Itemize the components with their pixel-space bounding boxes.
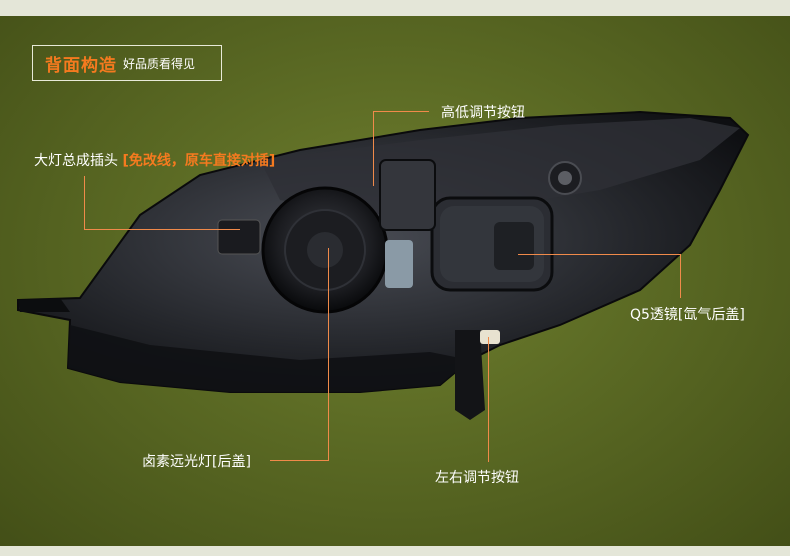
label-connector: 大灯总成插头 [免改线，原车直接对插] xyxy=(34,153,276,169)
label-q5-lens: Q5透镜[氙气后盖] xyxy=(630,307,745,323)
section-subtitle: 好品质看得见 xyxy=(123,56,196,71)
leader-line-connector xyxy=(84,229,240,230)
leader-line-q5-drop xyxy=(680,254,681,298)
leader-line-halogen xyxy=(270,460,329,461)
label-lr-adjust: 左右调节按钮 xyxy=(435,470,519,486)
leader-line-q5 xyxy=(518,254,681,255)
label-halogen-high: 卤素远光灯[后盖] xyxy=(142,454,251,470)
label-connector-note: [免改线，原车直接对插] xyxy=(122,153,276,169)
leader-line-height-drop xyxy=(373,111,374,186)
leader-line-lr-drop xyxy=(488,337,489,462)
leader-line-connector-drop xyxy=(84,176,85,229)
leader-line-height xyxy=(373,111,429,112)
leader-line-halogen-drop xyxy=(328,248,329,460)
section-title: 背面构造 xyxy=(45,55,117,76)
label-height-adjust: 高低调节按钮 xyxy=(441,105,525,121)
section-header: 背面构造 好品质看得见 xyxy=(32,45,222,81)
